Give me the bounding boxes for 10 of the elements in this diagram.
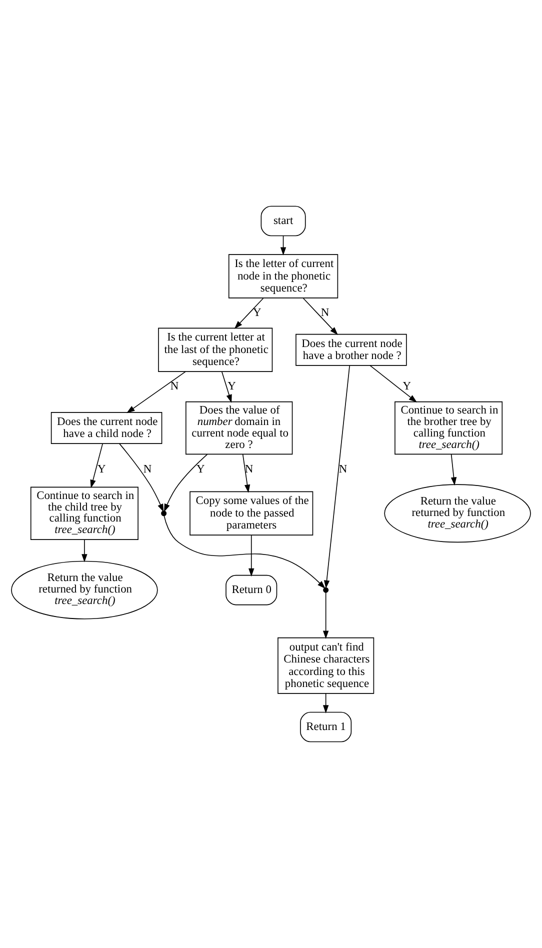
edge-label: N xyxy=(338,463,348,476)
edge-label: Y xyxy=(196,463,205,476)
edge-label: Y xyxy=(253,307,262,320)
edge-label: N xyxy=(143,463,152,476)
edge-label: N xyxy=(170,380,179,393)
edge-label: Y xyxy=(228,380,236,393)
edge-label: N xyxy=(244,463,254,476)
edge-label: Y xyxy=(402,380,411,393)
edge-label: Y xyxy=(98,463,106,476)
edge-label: N xyxy=(320,307,330,320)
